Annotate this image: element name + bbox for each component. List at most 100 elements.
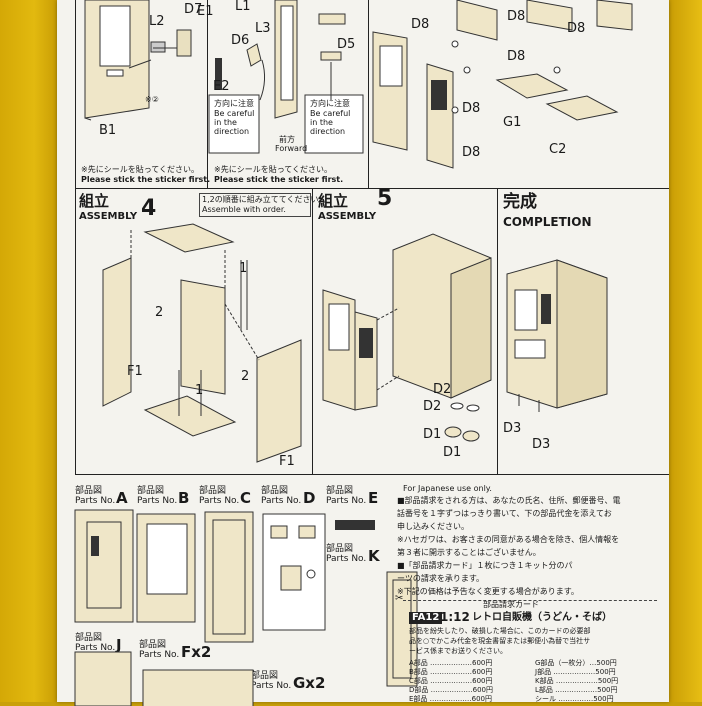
label-d3-right: D3 [532, 437, 551, 452]
instruction-sheet: E1 L1 D7 L2 D6 L3 D5 D8 D8 D8 D8 D8 D8 E… [57, 0, 669, 706]
card-code: FA12 [409, 612, 443, 624]
note-circled-2: ※② [145, 95, 159, 104]
assembly5-drawing [322, 233, 492, 442]
careful-jp-2: 方向に注意 [310, 99, 350, 108]
divider-left [75, 0, 76, 474]
careful-en-2b: in the [310, 118, 333, 127]
price-sticker: シール ……………500円 [535, 695, 614, 703]
careful-en-1c: direction [214, 127, 250, 136]
parts-a-letter: A [116, 489, 128, 507]
parts-d-jp: 部品図 [261, 486, 289, 496]
parts-j-jp: 部品図 [75, 633, 103, 643]
assembly4-en: ASSEMBLY [79, 211, 138, 222]
order-note-box [199, 193, 311, 217]
forward-jp: 前方 [279, 135, 295, 144]
parts-f-jp: 部品図 [139, 640, 167, 650]
card-cut-line [403, 600, 657, 601]
label-f1-right: F1 [279, 454, 295, 469]
label-d8-6: D8 [462, 145, 481, 160]
parts-f-en: Parts No. [139, 650, 180, 660]
price-l: L部品 ………………500円 [535, 686, 618, 694]
parts-j-letter: J [116, 636, 122, 654]
label-d8-2: D8 [507, 9, 526, 24]
top-step-drawings [84, 0, 633, 169]
parts-c-letter: C [240, 489, 252, 507]
divider-top-1 [207, 0, 208, 188]
background-left [0, 0, 57, 702]
sticker-note-en-2: Please stick the sticker first. [214, 175, 344, 184]
label-d1-left: D1 [423, 427, 442, 442]
parts-c-en: Parts No. [199, 496, 240, 506]
sticker-note-jp-1: ※先にシールを貼ってください。 [81, 165, 200, 174]
price-a: A部品 ………………600円 [409, 659, 493, 667]
parts-e-letter: E [368, 489, 379, 507]
label-d2-right: D2 [433, 382, 452, 397]
completion-jp: 完成 [503, 192, 537, 212]
japan-info-line-6: ■「部品請求カード」１枚につき１キット分のパ [397, 561, 573, 570]
careful-en-2c: direction [310, 127, 346, 136]
careful-en-1b: in the [214, 118, 237, 127]
sticker-note-jp-2: ※先にシールを貼ってください。 [214, 165, 333, 174]
parts-k-jp: 部品図 [326, 544, 354, 554]
forward-en: Forward [275, 144, 308, 153]
japan-info-line-2: 話番号を１字ずつはっきり書いて、下の部品代金を添えてお [397, 509, 612, 518]
divider-horizontal-1 [75, 188, 669, 189]
parts-a-en: Parts No. [75, 496, 116, 506]
assembly4-step1-bottom: 1 [195, 383, 204, 398]
price-b: B部品 ………………600円 [409, 668, 493, 676]
label-g1: G1 [503, 115, 522, 130]
japan-info-line-7: ーツの請求を承ります。 [397, 574, 485, 583]
label-d2-left: D2 [423, 399, 442, 414]
careful-en-1a: Be careful [214, 109, 255, 118]
assembly4-jp: 組立 [79, 192, 110, 210]
parts-b-letter: B [178, 489, 190, 507]
assembly4-step1-top: 1 [239, 261, 248, 276]
label-l2: L2 [149, 14, 165, 29]
parts-j-en: Parts No. [75, 643, 116, 653]
parts-g-letter: Gx2 [293, 674, 326, 692]
label-e2: E2 [213, 79, 230, 94]
card-title: 部品請求カード [483, 600, 539, 609]
sticker-note-en-1: Please stick the sticker first. [81, 175, 211, 184]
japan-info-line-8: ※下記の価格は予告なく変更する場合があります。 [397, 587, 579, 596]
assembly5-number: 5 [377, 186, 393, 211]
japan-info-header: For Japanese use only. [403, 484, 492, 493]
completion-drawing [506, 259, 608, 412]
parts-k-en: Parts No. [326, 554, 367, 564]
label-f1-left: F1 [127, 364, 143, 379]
divider-mid-2 [497, 188, 498, 474]
price-d: D部品 ………………600円 [409, 686, 493, 694]
label-d8-5: D8 [462, 101, 481, 116]
order-note-jp: 1,2の順番に組み立ててください。 [202, 195, 327, 204]
assembly4-number: 4 [141, 196, 157, 221]
price-g: G部品（一枚分）…500円 [535, 659, 617, 667]
divider-mid-1 [312, 188, 313, 474]
price-k: K部品 ………………500円 [535, 677, 619, 685]
careful-en-2a: Be careful [310, 109, 351, 118]
parts-k-letter: K [368, 547, 380, 565]
card-note-2: 品を○でかこみ代金を現金書留または郵便小為替で当社サ [409, 637, 591, 645]
price-c: C部品 ………………600円 [409, 677, 493, 685]
label-d8-4: D8 [507, 49, 526, 64]
parts-runner-drawings [74, 509, 418, 706]
parts-g-en: Parts No. [251, 681, 292, 691]
assembly4-step2-right: 2 [241, 369, 250, 384]
label-c2: C2 [549, 142, 567, 157]
label-e1: E1 [197, 4, 214, 19]
assembly4-step2-left: 2 [155, 305, 164, 320]
order-note-en: Assemble with order. [202, 205, 286, 214]
label-l1: L1 [235, 0, 251, 14]
assembly5-jp: 組立 [318, 192, 349, 210]
label-d8-1: D8 [411, 17, 430, 32]
parts-b-en: Parts No. [137, 496, 178, 506]
card-product-name: レトロ自販機（うどん・そば） [472, 612, 612, 623]
parts-c-jp: 部品図 [199, 486, 227, 496]
label-b1: B1 [99, 123, 117, 138]
assembly4-drawing [102, 223, 302, 463]
background-right [669, 0, 702, 702]
label-d3-left: D3 [503, 421, 522, 436]
card-note-1: 部品を紛失したり、破損した場合に、このカードの必要部 [409, 627, 591, 635]
card-scale: 1:12 [440, 610, 470, 624]
label-d6: D6 [231, 33, 250, 48]
parts-a-jp: 部品図 [75, 486, 103, 496]
